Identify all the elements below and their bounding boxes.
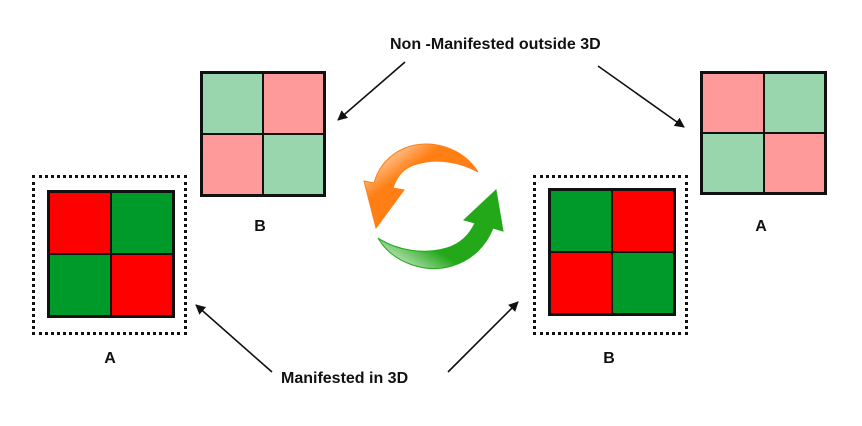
grid-cell bbox=[263, 134, 324, 195]
grid-cell bbox=[702, 133, 764, 193]
grid-cell bbox=[202, 134, 263, 195]
arrow-to-a-non-manifested bbox=[597, 65, 685, 128]
arrow-to-a-manifested bbox=[195, 304, 273, 373]
grid-cell bbox=[111, 254, 173, 316]
right-dotted-frame bbox=[533, 175, 688, 335]
grid-b-manifested bbox=[548, 188, 676, 316]
grid-a-non-manifested bbox=[700, 71, 827, 195]
grid-cell bbox=[763, 73, 825, 133]
label-a-manifested: A bbox=[104, 350, 116, 367]
green-cycle-arrow-icon bbox=[377, 188, 504, 269]
grid-cell bbox=[263, 73, 324, 134]
grid-cell bbox=[612, 252, 674, 314]
orange-cycle-arrow-icon bbox=[363, 143, 479, 230]
grid-a-manifested bbox=[47, 190, 175, 318]
grid-b-non-manifested bbox=[200, 71, 326, 197]
grid-cell bbox=[550, 190, 612, 252]
arrow-to-b-non-manifested bbox=[337, 61, 406, 121]
caption-non-manifested: Non -Manifested outside 3D bbox=[390, 36, 601, 53]
grid-cell bbox=[49, 192, 111, 254]
label-b-manifested: B bbox=[603, 350, 615, 367]
grid-cell bbox=[612, 190, 674, 252]
grid-cell bbox=[550, 252, 612, 314]
grid-cell bbox=[702, 73, 764, 133]
grid-cell bbox=[49, 254, 111, 316]
grid-cell bbox=[111, 192, 173, 254]
label-b-non-manifested: B bbox=[254, 218, 266, 235]
grid-cell bbox=[763, 133, 825, 193]
caption-manifested: Manifested in 3D bbox=[281, 370, 409, 387]
arrow-to-b-manifested bbox=[447, 301, 519, 373]
left-dotted-frame bbox=[32, 175, 187, 335]
label-a-non-manifested: A bbox=[755, 218, 767, 235]
grid-cell bbox=[202, 73, 263, 134]
